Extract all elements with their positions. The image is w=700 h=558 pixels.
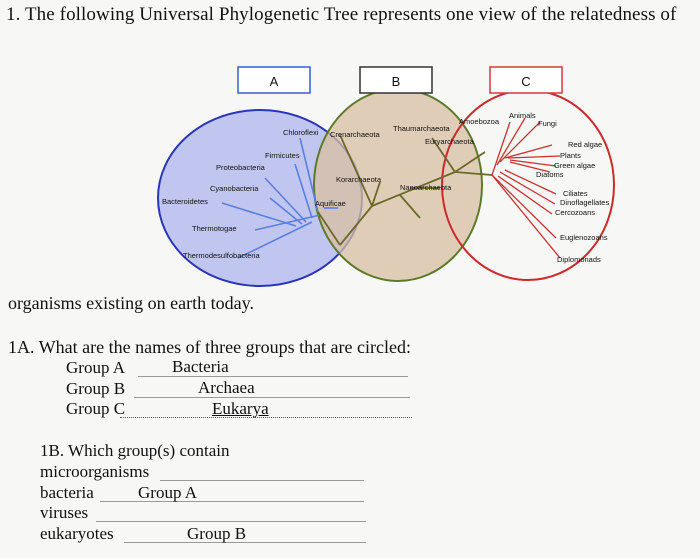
group-b-answer-line[interactable] <box>134 397 410 398</box>
box-a-label: A <box>270 74 279 89</box>
bacteria-answer: Group A <box>138 483 198 502</box>
eukaryotes-label: eukaryotes <box>40 524 114 543</box>
box-b <box>359 66 433 94</box>
label-fungi: Fungi <box>538 119 557 128</box>
group-b-answer: Archaea <box>198 378 255 397</box>
label-amoebozoa: Amoebozoa <box>459 117 500 126</box>
part-1b-question: 1B. Which group(s) contain <box>40 441 230 460</box>
group-b-label: Group B <box>66 379 126 398</box>
label-chloroflexi: Chloroflexi <box>283 128 319 137</box>
label-red-algae: Red algae <box>568 140 602 149</box>
label-diatoms: Diatoms <box>536 170 564 179</box>
label-aquificae: Aquificae <box>315 199 346 208</box>
bacteria-answer-line[interactable] <box>100 501 364 502</box>
box-a <box>237 66 311 94</box>
group-a-answer-line[interactable] <box>138 376 408 377</box>
question-continuation: organisms existing on earth today. <box>8 293 254 313</box>
archaea-circle <box>313 88 483 282</box>
label-proteobacteria: Proteobacteria <box>216 163 266 172</box>
label-dinoflagellates: Dinoflagellates <box>560 198 609 207</box>
label-diplomonads: Diplomonads <box>557 255 601 264</box>
group-a-label: Group A <box>66 358 126 377</box>
group-a-answer: Bacteria <box>172 357 229 376</box>
box-c <box>489 66 563 94</box>
microorganisms-answer-line[interactable] <box>160 480 364 481</box>
label-cercozoans: Cercozoans <box>555 208 595 217</box>
label-euryarchaeota: Euryarchaeota <box>425 137 475 146</box>
label-ciliates: Ciliates <box>563 189 588 198</box>
label-thermodesulfobacteria: Thermodesulfobacteria <box>183 251 261 260</box>
bacteria-branches <box>221 137 338 259</box>
label-bacteroidetes: Bacteroidetes <box>162 197 208 206</box>
box-c-label: C <box>521 74 530 89</box>
bacteria-label: bacteria <box>40 483 94 502</box>
label-crenarchaeota: Crenarchaeota <box>330 130 380 139</box>
label-euglenozoans: Euglenozoans <box>560 233 608 242</box>
group-c-answer-line[interactable] <box>120 417 412 418</box>
eukaryotes-answer-line[interactable] <box>124 542 366 543</box>
label-firmicutes: Firmicutes <box>265 151 300 160</box>
label-thaumarchaeota: Thaumarchaeota <box>393 124 451 133</box>
label-nanoarchaeota: Nanoarchaeota <box>400 183 452 192</box>
label-plants: Plants <box>560 151 581 160</box>
group-c-label: Group C <box>66 399 126 418</box>
phylogenetic-tree-diagram: A B C <box>157 66 615 287</box>
label-korarchaeota: Korarchaeota <box>336 175 382 184</box>
question-title: 1. The following Universal Phylogenetic … <box>6 4 677 25</box>
viruses-label: viruses <box>40 503 89 522</box>
eukaryotes-answer: Group B <box>187 524 247 543</box>
box-b-label: B <box>392 74 401 89</box>
label-thermotogae: Thermotogae <box>192 224 237 233</box>
tree-trunk <box>317 134 493 246</box>
label-cyanobacteria: Cyanobacteria <box>210 184 259 193</box>
part-1a-question: 1A. What are the names of three groups t… <box>8 337 411 357</box>
label-green-algae: Green algae <box>554 161 595 170</box>
group-c-answer: Eukarya <box>212 399 269 418</box>
eukarya-branches <box>491 117 561 259</box>
viruses-answer-line[interactable] <box>96 521 366 522</box>
label-animals: Animals <box>509 111 536 120</box>
microorganisms-label: microorganisms <box>40 462 150 481</box>
